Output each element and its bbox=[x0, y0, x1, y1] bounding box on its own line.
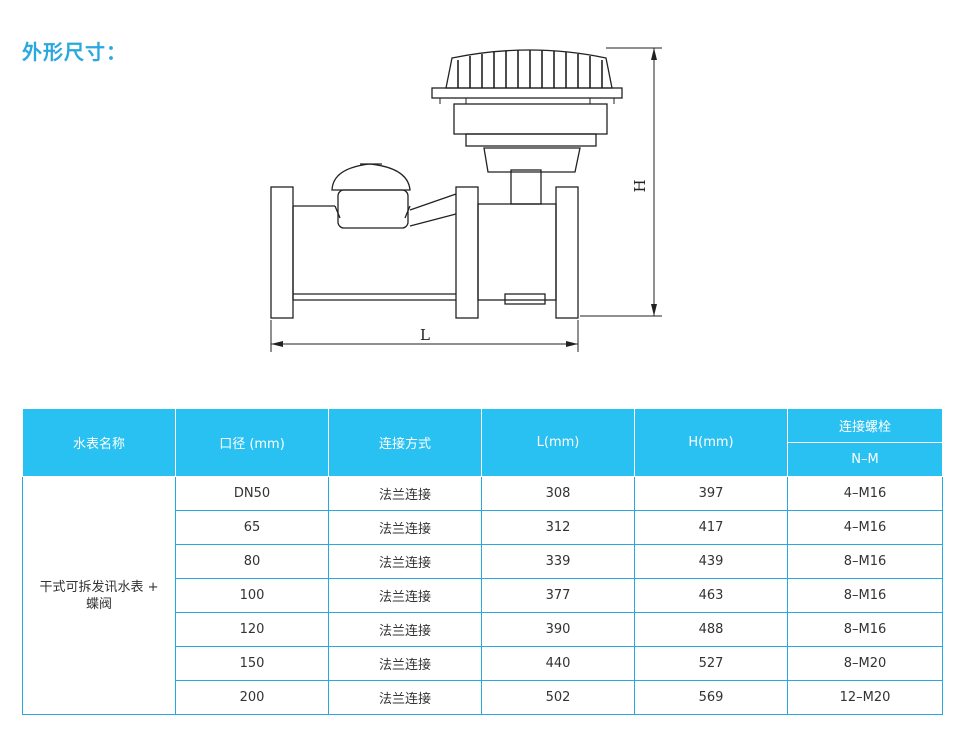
cell-length: 339 bbox=[481, 544, 635, 579]
cell-length: 390 bbox=[481, 612, 635, 647]
cell-diameter: 200 bbox=[175, 680, 329, 715]
cell-length: 440 bbox=[481, 646, 635, 681]
table-row: 80 法兰连接 339 439 8–M16 bbox=[23, 544, 943, 579]
cell-length: 308 bbox=[481, 476, 635, 511]
cell-bolts: 4–M16 bbox=[787, 476, 943, 511]
cell-connection: 法兰连接 bbox=[328, 544, 482, 579]
cell-bolts: 4–M16 bbox=[787, 510, 943, 545]
section-heading: 外形尺寸： bbox=[22, 40, 127, 64]
header-bolt-sub: N–M bbox=[787, 442, 943, 477]
product-name-cell: 干式可拆发讯水表 + 蝶阀 bbox=[22, 476, 176, 715]
cell-bolts: 8–M16 bbox=[787, 578, 943, 613]
cell-bolts: 8–M16 bbox=[787, 612, 943, 647]
cell-length: 377 bbox=[481, 578, 635, 613]
cell-connection: 法兰连接 bbox=[328, 646, 482, 681]
header-length: L(mm) bbox=[481, 408, 635, 477]
cell-bolts: 12–M20 bbox=[787, 680, 943, 715]
header-name: 水表名称 bbox=[22, 408, 176, 477]
cell-length: 312 bbox=[481, 510, 635, 545]
dimensions-table: 水表名称 口径 (mm) 连接方式 L(mm) H(mm) 连接螺栓 N–M 干… bbox=[22, 408, 943, 715]
header-diameter: 口径 (mm) bbox=[175, 408, 329, 477]
header-connection: 连接方式 bbox=[328, 408, 482, 477]
cell-diameter: DN50 bbox=[175, 476, 329, 511]
table-row: 100 法兰连接 377 463 8–M16 bbox=[23, 578, 943, 613]
cell-diameter: 80 bbox=[175, 544, 329, 579]
cell-height: 397 bbox=[634, 476, 788, 511]
cell-bolts: 8–M20 bbox=[787, 646, 943, 681]
cell-connection: 法兰连接 bbox=[328, 578, 482, 613]
cell-diameter: 65 bbox=[175, 510, 329, 545]
cell-bolts: 8–M16 bbox=[787, 544, 943, 579]
cell-height: 569 bbox=[634, 680, 788, 715]
cell-connection: 法兰连接 bbox=[328, 510, 482, 545]
cell-diameter: 150 bbox=[175, 646, 329, 681]
cell-length: 502 bbox=[481, 680, 635, 715]
length-dimension-label: L bbox=[420, 326, 430, 344]
header-height: H(mm) bbox=[634, 408, 788, 477]
table-row: 150 法兰连接 440 527 8–M20 bbox=[23, 646, 943, 681]
table-row: 干式可拆发讯水表 + 蝶阀 DN50 法兰连接 308 397 4–M16 bbox=[22, 476, 943, 715]
cell-diameter: 120 bbox=[175, 612, 329, 647]
product-name-line1: 干式可拆发讯水表 + bbox=[39, 579, 159, 595]
table-row: 200 法兰连接 502 569 12–M20 bbox=[23, 680, 943, 715]
height-dimension-label: H bbox=[631, 179, 649, 192]
cell-diameter: 100 bbox=[175, 578, 329, 613]
meter-valve-drawing: L H bbox=[270, 47, 662, 352]
cell-height: 463 bbox=[634, 578, 788, 613]
cell-connection: 法兰连接 bbox=[328, 476, 482, 511]
product-name-line2: 蝶阀 bbox=[85, 596, 112, 612]
cell-height: 439 bbox=[634, 544, 788, 579]
cell-height: 488 bbox=[634, 612, 788, 647]
cell-connection: 法兰连接 bbox=[328, 612, 482, 647]
cell-connection: 法兰连接 bbox=[328, 680, 482, 715]
header-bolt-group: 连接螺栓 bbox=[787, 408, 943, 443]
cell-height: 527 bbox=[634, 646, 788, 681]
cell-height: 417 bbox=[634, 510, 788, 545]
table-row: 120 法兰连接 390 488 8–M16 bbox=[23, 612, 943, 647]
